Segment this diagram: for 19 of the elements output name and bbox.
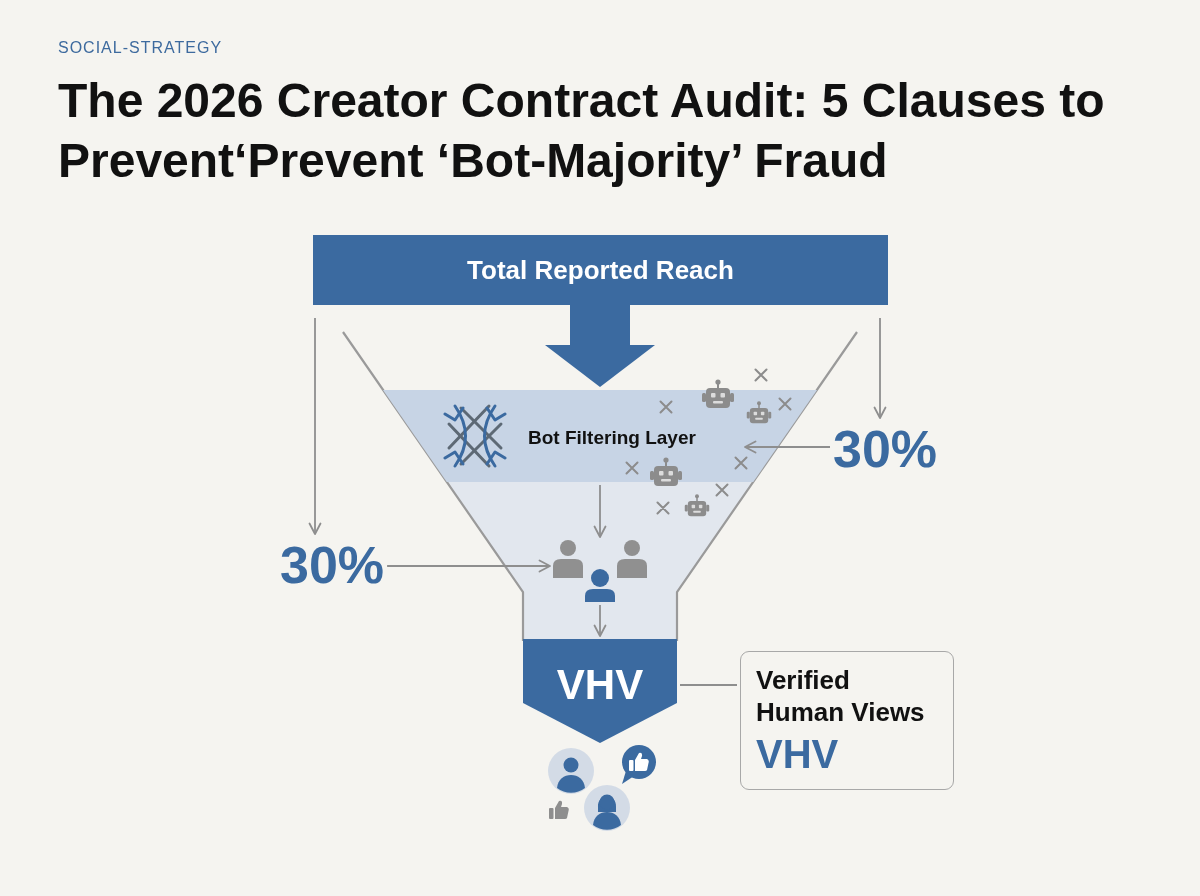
category-label: SOCIAL-STRATEGY: [58, 39, 223, 57]
percentage-label: 30%: [280, 537, 385, 593]
output-block: VHV: [523, 639, 677, 743]
percentage-label: 30%: [833, 421, 938, 477]
banner: Total Reported Reach: [313, 235, 888, 305]
connector-line: [679, 684, 738, 686]
title: The 2026 Creator Contract Audit: 5 Clauses to Prevent‘Prevent ‘Bot-Majority’ Fraud: [58, 73, 1106, 189]
arrow: [386, 559, 551, 573]
arrow: [593, 484, 607, 538]
term-label: Verified Human Views: [756, 664, 926, 728]
abbreviation: VHV: [756, 731, 839, 777]
arrow: [744, 440, 831, 454]
band-label: Bot Filtering Layer: [528, 427, 696, 449]
arrow: [873, 317, 887, 419]
arrow: [593, 604, 607, 637]
people-group-icon: [553, 540, 647, 602]
arrow: [308, 317, 322, 535]
block-arrow: [545, 305, 655, 387]
definition-card: [740, 651, 954, 790]
